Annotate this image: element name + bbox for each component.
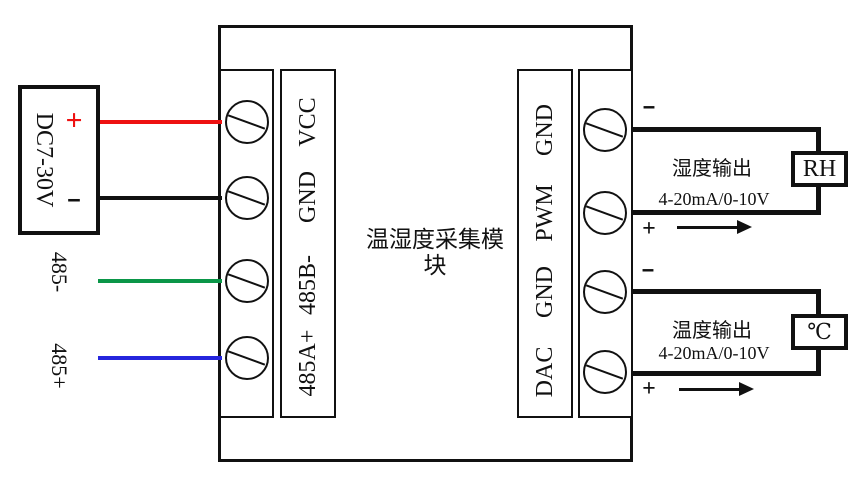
terminal-label-pwm: PWM [532, 184, 558, 242]
screw-terminal-485b [225, 259, 269, 303]
temperature-unit-label: ℃ [807, 319, 832, 344]
terminal-label-gnd-out2: GND [532, 266, 558, 318]
humidity-plus-sign: + [642, 216, 656, 242]
temperature-output-title: 温度输出 [672, 320, 752, 342]
wire-485-plus [98, 356, 222, 360]
power-supply-box [18, 85, 100, 235]
power-supply-label: DC7-30V [31, 112, 57, 208]
screw-terminal-gnd-out1 [583, 108, 627, 152]
screw-terminal-gnd [225, 176, 269, 220]
screw-slot-icon [227, 350, 266, 366]
power-plus-sign: + [65, 104, 83, 137]
screw-slot-icon [585, 284, 624, 300]
terminal-label-485a: 485A+ [295, 329, 321, 397]
humidity-unit-label: RH [802, 155, 837, 182]
temperature-flow-arrow [679, 388, 739, 391]
screw-terminal-dac [583, 350, 627, 394]
temperature-output-range: 4-20mA/0-10V [658, 343, 770, 363]
label-485-minus: 485- [47, 251, 72, 293]
terminal-label-dac: DAC [532, 346, 558, 398]
temperature-unit-box: ℃ [791, 314, 848, 350]
terminal-label-485b: 485B- [295, 255, 321, 315]
terminal-label-vcc: VCC [295, 97, 321, 147]
screw-terminal-vcc [225, 100, 269, 144]
terminal-label-gnd: GND [295, 171, 321, 223]
humidity-flow-arrow [677, 226, 737, 229]
temperature-plus-sign: + [642, 376, 656, 402]
left-terminal-label-strip [280, 69, 336, 418]
wire-power-minus [100, 196, 222, 200]
power-minus-sign: - [66, 181, 82, 214]
terminal-label-gnd-out1: GND [532, 104, 558, 156]
humidity-minus-sign: - [642, 90, 656, 121]
humidity-output-range: 4-20mA/0-10V [658, 189, 770, 209]
wire-power-plus [100, 120, 222, 124]
screw-slot-icon [227, 190, 266, 206]
screw-slot-icon [227, 114, 266, 130]
temperature-minus-sign: - [641, 253, 655, 284]
wire-485-minus [98, 279, 222, 283]
screw-slot-icon [227, 273, 266, 289]
module-label: 温湿度采集模块 [366, 227, 504, 279]
screw-terminal-pwm [583, 191, 627, 235]
temperature-flow-arrow-head-icon [739, 382, 754, 396]
label-485-plus: 485+ [47, 343, 72, 389]
screw-slot-icon [585, 205, 624, 221]
screw-slot-icon [585, 364, 624, 380]
screw-terminal-gnd-out2 [583, 270, 627, 314]
right-terminal-label-strip [517, 69, 573, 418]
screw-slot-icon [585, 122, 624, 138]
screw-terminal-485a [225, 336, 269, 380]
humidity-output-title: 湿度输出 [672, 158, 752, 180]
humidity-flow-arrow-head-icon [737, 220, 752, 234]
humidity-unit-box: RH [791, 151, 848, 187]
